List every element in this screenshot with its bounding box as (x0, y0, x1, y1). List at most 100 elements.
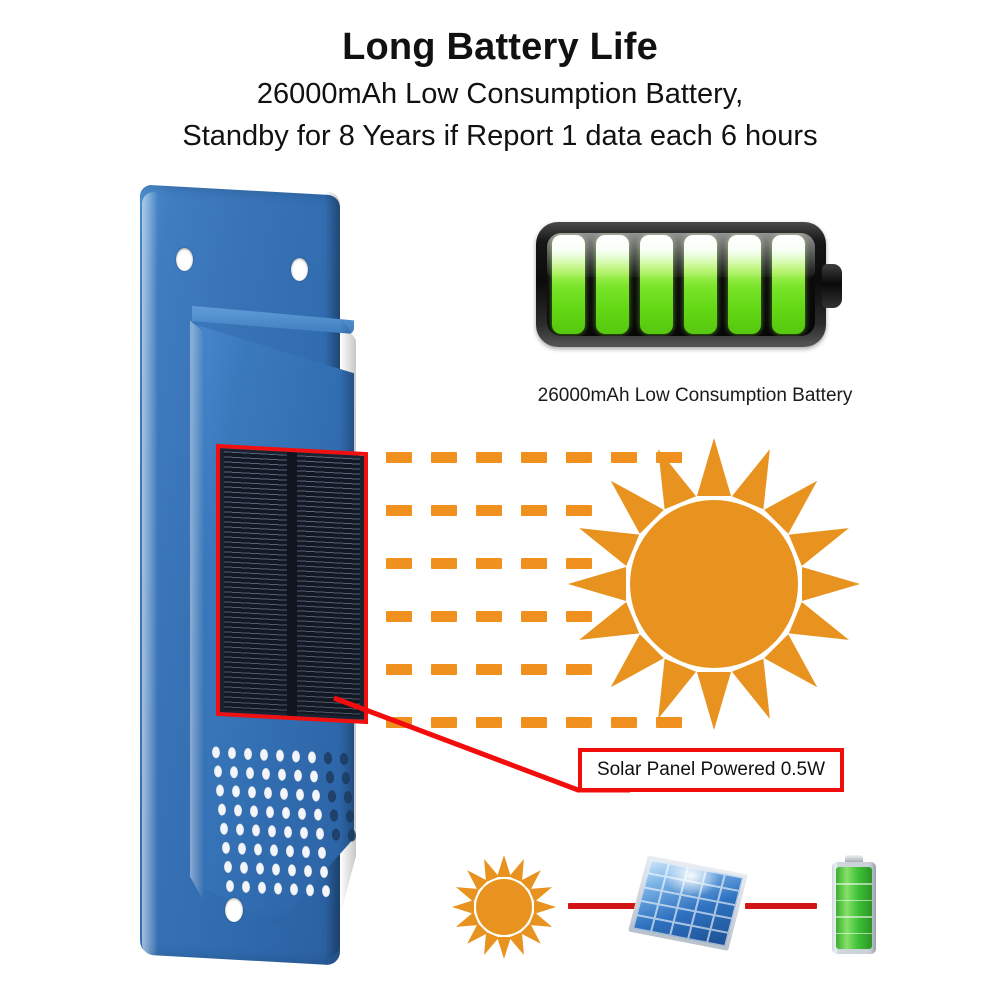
vent-hole (312, 789, 320, 802)
vent-hole (232, 785, 240, 798)
vent-hole (246, 766, 254, 780)
battery-bar (728, 235, 761, 334)
battery-cells (547, 233, 815, 336)
vent-hole (256, 862, 264, 875)
vent-hole (272, 863, 280, 876)
vent-hole (230, 766, 238, 779)
sun-ray (802, 567, 860, 601)
sunlight-dash (566, 452, 592, 463)
vent-hole (318, 846, 326, 860)
sunlight-dash (386, 664, 412, 675)
sunlight-dash (431, 558, 457, 569)
flow-connector-1 (568, 903, 636, 909)
vent-hole (330, 809, 338, 822)
battery-bar (640, 235, 673, 334)
vent-hole (226, 879, 234, 893)
sunlight-dash (566, 558, 592, 569)
vent-hole (250, 805, 258, 818)
vent-hole (268, 825, 276, 838)
sunlight-dash (566, 664, 592, 675)
vent-hole (316, 827, 324, 840)
sunlight-dash (431, 611, 457, 622)
flow-battery-body (832, 862, 876, 954)
vent-hole (254, 843, 262, 856)
battery-bar (596, 235, 629, 334)
vent-hole (270, 844, 278, 857)
subtitle-line-1: 26000mAh Low Consumption Battery, (256, 78, 744, 110)
sunlight-dash (476, 664, 502, 675)
sunlight-dash (476, 558, 502, 569)
sunlight-dash (656, 452, 682, 463)
flow-sun-icon (452, 855, 556, 959)
flow-battery-segment (836, 899, 872, 902)
flow-sun-ray (497, 855, 511, 877)
flow-connector-2 (745, 903, 817, 909)
solar-panel-highlight-box (216, 443, 368, 725)
battery-bar (684, 235, 717, 334)
vent-hole (242, 880, 250, 894)
sunlight-dash (386, 505, 412, 516)
vent-hole (244, 747, 252, 761)
vent-hole (332, 828, 340, 841)
sunlight-dash (386, 452, 412, 463)
sunlight-dash (476, 717, 502, 728)
vent-hole (314, 808, 322, 821)
sunlight-dash (476, 452, 502, 463)
vent-hole (296, 788, 304, 801)
vent-hole (248, 786, 256, 799)
sunlight-dash (521, 717, 547, 728)
page-title: Long Battery Life (342, 26, 658, 68)
vent-hole (234, 804, 242, 817)
vent-hole (216, 784, 224, 797)
vent-hole (218, 803, 226, 816)
mounting-hole-bottom (225, 898, 243, 922)
vent-hole (224, 860, 232, 874)
vent-hole (310, 770, 318, 783)
vent-hole (286, 845, 294, 858)
sun-ray (697, 438, 731, 496)
vent-hole (214, 765, 222, 778)
sunlight-dash (431, 717, 457, 728)
flow-battery-segment (836, 916, 872, 918)
vent-hole (262, 767, 270, 781)
flow-battery-icon (828, 855, 880, 959)
vent-hole (300, 826, 308, 840)
flow-battery-segment (836, 883, 872, 885)
flow-battery-cap (845, 855, 863, 863)
vent-hole (284, 825, 292, 839)
vent-hole (222, 841, 230, 855)
sunlight-dash (431, 452, 457, 463)
vent-hole (306, 884, 314, 897)
battery-caption: 26000mAh Low Consumption Battery (537, 385, 853, 406)
sunlight-dash (566, 717, 592, 728)
flow-battery-fill (836, 867, 872, 949)
vent-hole (280, 787, 288, 801)
sunlight-dash (386, 558, 412, 569)
sunlight-dash-row (386, 452, 682, 463)
solar-panel-label: Solar Panel Powered 0.5W (578, 748, 844, 792)
vent-hole (290, 883, 298, 896)
sunlight-dash (521, 611, 547, 622)
vent-hole (294, 769, 302, 782)
vent-hole (258, 881, 266, 894)
vent-hole (302, 845, 310, 859)
sunlight-dash (566, 505, 592, 516)
vent-hole (320, 865, 328, 879)
vent-hole (260, 748, 268, 762)
sunlight-dash (521, 664, 547, 675)
mounting-hole-top-left (176, 248, 193, 271)
flow-solar-panel-icon (628, 855, 748, 953)
sun-icon (568, 438, 860, 730)
sunlight-dash (656, 717, 682, 728)
battery-terminal-nub (822, 264, 842, 308)
vent-hole (292, 750, 300, 763)
device-left-bevel (190, 320, 204, 902)
vent-hole (264, 786, 272, 800)
sun-disc (630, 500, 798, 668)
device-left-highlight (142, 191, 158, 959)
battery-bar (772, 235, 805, 334)
sunlight-dash (611, 717, 637, 728)
vent-hole (288, 864, 296, 877)
sunlight-dash (476, 505, 502, 516)
